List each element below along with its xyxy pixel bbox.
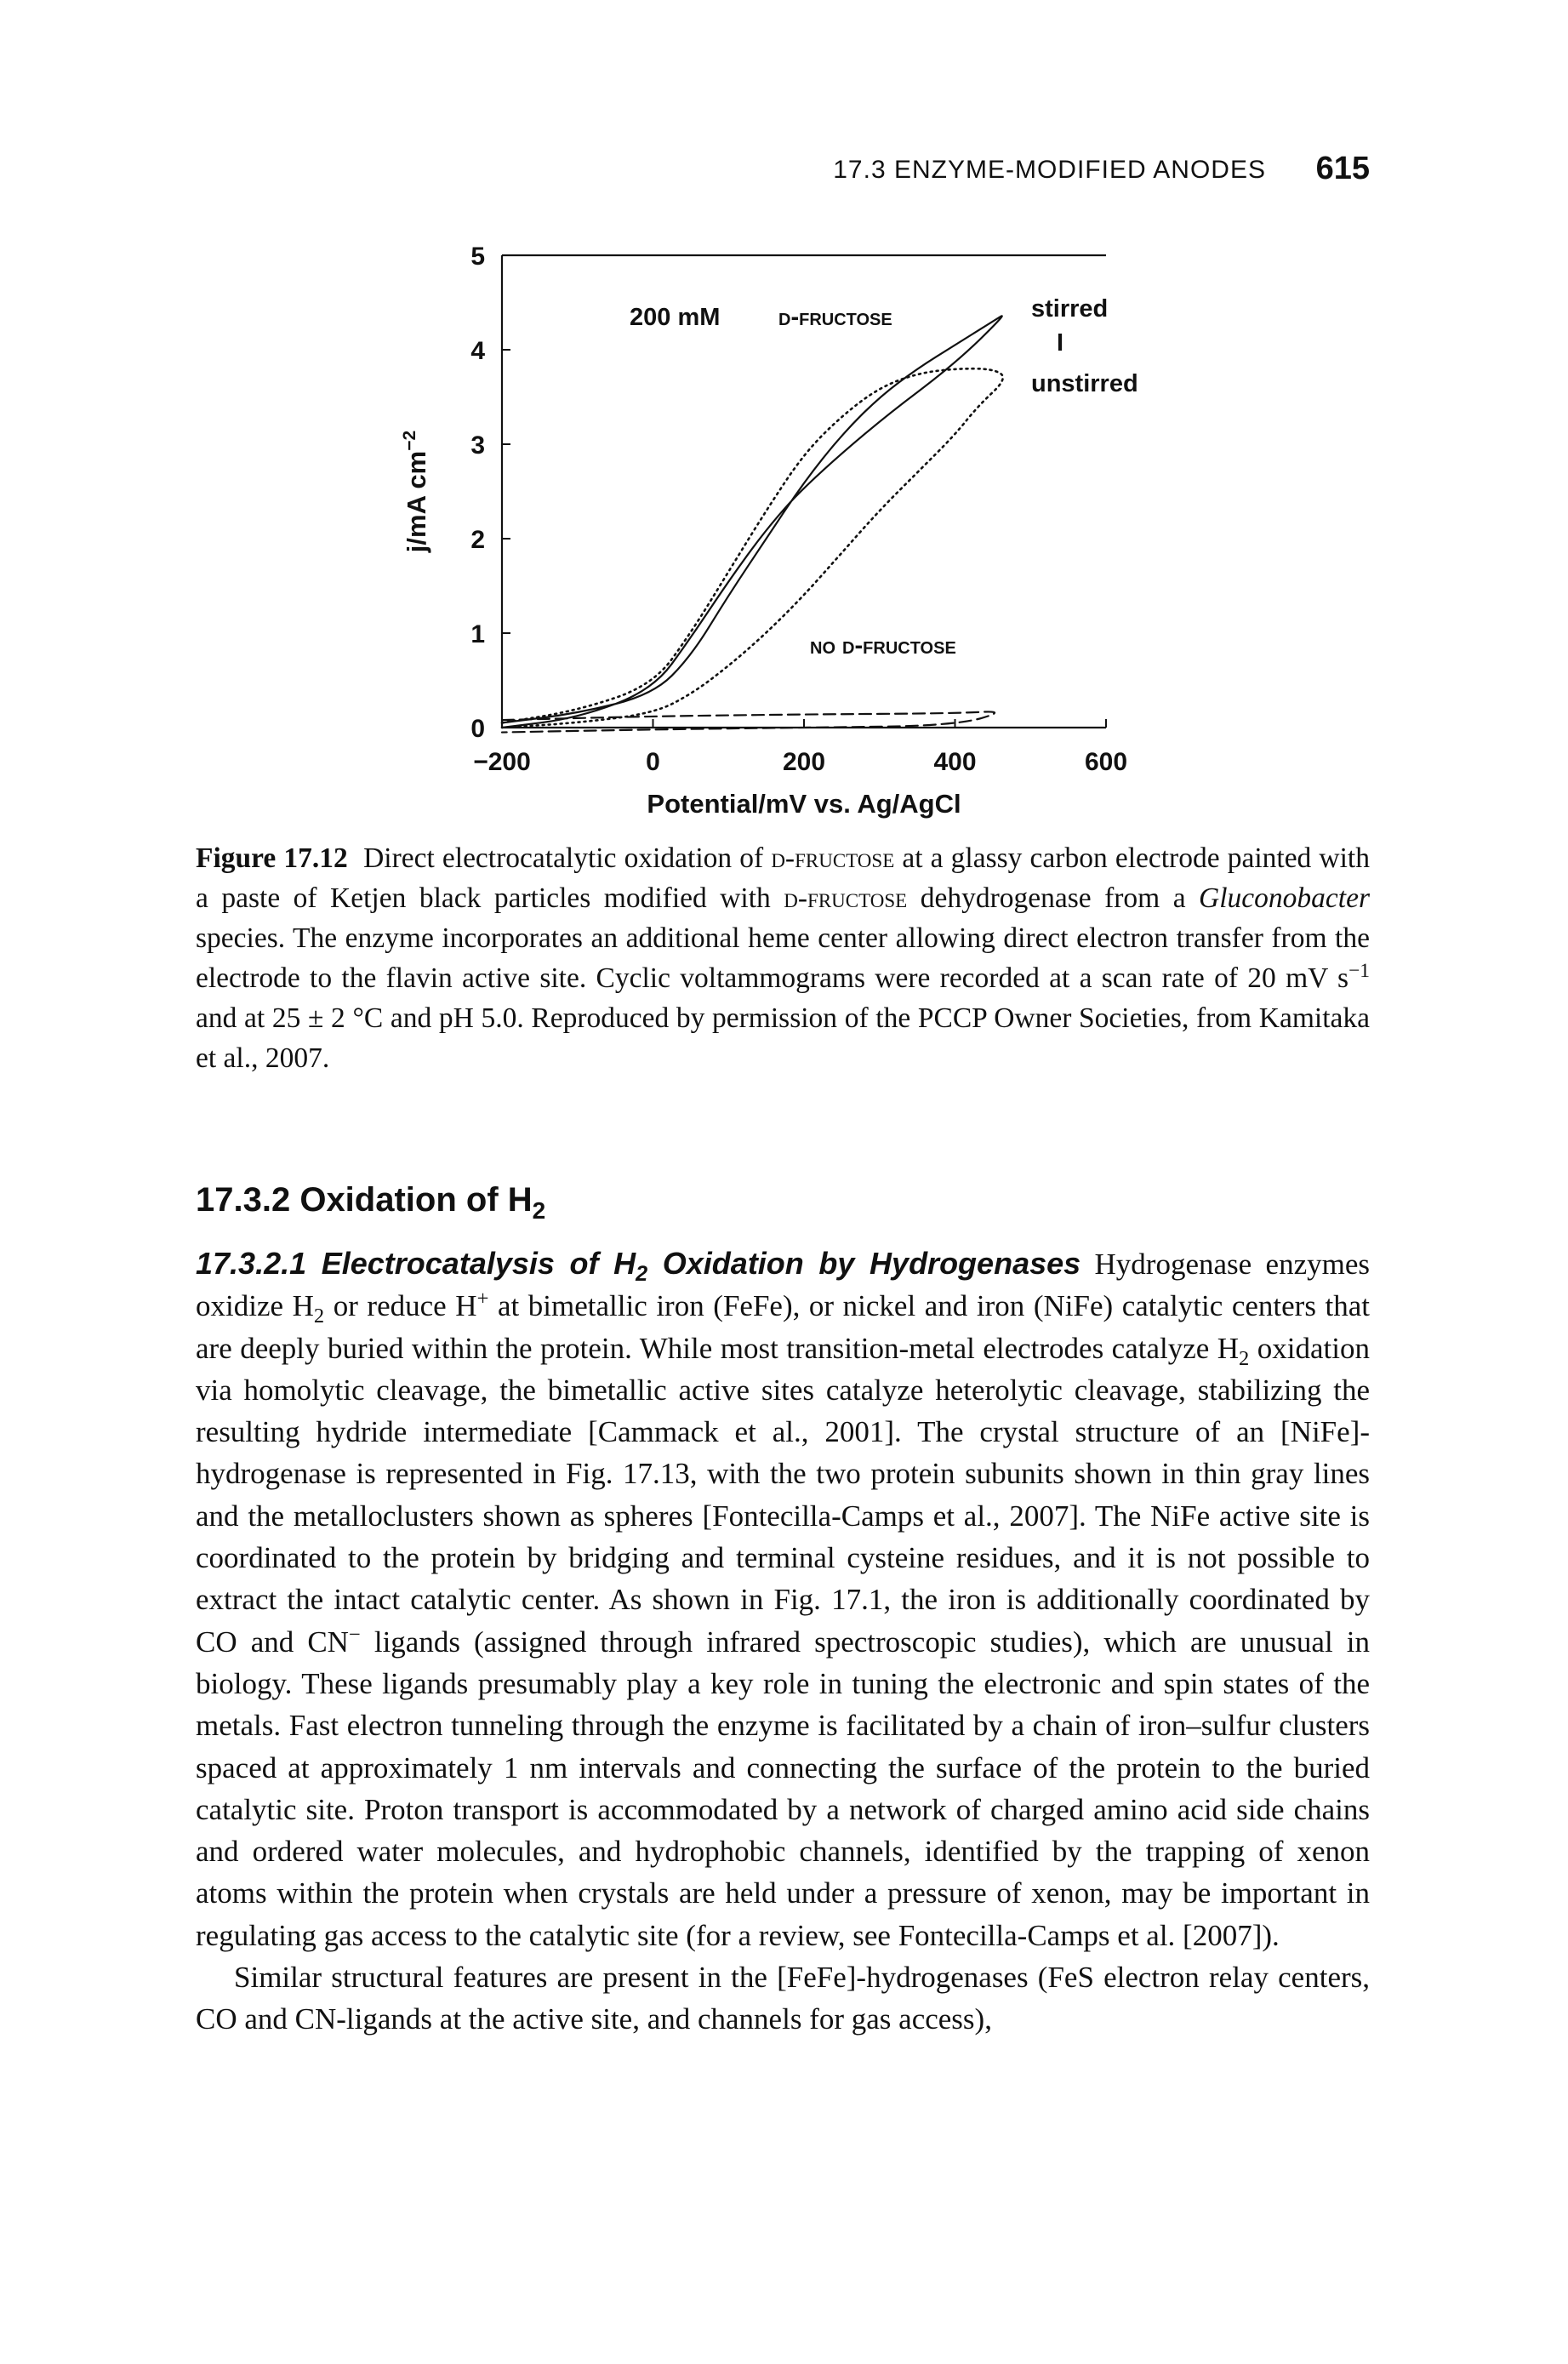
chart-series-layer bbox=[500, 315, 1004, 734]
annotation-unstirred: unstirred bbox=[1031, 370, 1138, 397]
p1-a: Hydrogenase enzymes oxidize H bbox=[196, 1248, 1371, 1323]
p1-e: ligands (assigned through infrared spect… bbox=[196, 1625, 1370, 1952]
y-axis-title: j/mA cm−2 bbox=[400, 431, 431, 553]
paragraph-1: 17.3.2.1 Electrocatalysis of H2 Oxidatio… bbox=[196, 1242, 1370, 1956]
x-axis-title: Potential/mV vs. Ag/AgCl bbox=[647, 789, 961, 819]
body-text: 17.3.2.1 Electrocatalysis of H2 Oxidatio… bbox=[196, 1242, 1370, 2041]
y-axis-title-sup: −2 bbox=[400, 431, 419, 451]
y-tick-label: 2 bbox=[470, 526, 485, 554]
x-tick-label: 400 bbox=[933, 748, 976, 776]
p1-sub2: 2 bbox=[1239, 1346, 1250, 1370]
x-tick-label: 0 bbox=[646, 748, 660, 776]
annotation-stirred: stirred bbox=[1031, 295, 1108, 323]
p1-c: at bimetallic iron (FeFe), or nickel and… bbox=[196, 1289, 1370, 1365]
subsection-title-sub: 2 bbox=[636, 1262, 648, 1287]
section-heading-sub: 2 bbox=[532, 1197, 546, 1224]
p1-sub1: 2 bbox=[313, 1305, 325, 1328]
caption-text-5: and at 25 ± 2 °C and pH 5.0. Reproduced … bbox=[196, 1002, 1370, 1074]
subsection-title-a: 17.3.2.1 Electrocatalysis of H bbox=[196, 1246, 636, 1281]
caption-label: Figure 17.12 bbox=[196, 842, 348, 874]
caption-text-1: Direct electrocatalytic oxidation of bbox=[363, 842, 772, 874]
annotation-dfructose: d-fructose bbox=[778, 304, 892, 331]
caption-sup: −1 bbox=[1348, 959, 1370, 982]
y-tick-label: 0 bbox=[470, 715, 485, 743]
running-head: 17.3 ENZYME-MODIFIED ANODES 615 bbox=[0, 151, 1568, 198]
y-tick-label: 4 bbox=[470, 337, 485, 365]
caption-text-4: species. The enzyme incorporates an addi… bbox=[196, 922, 1370, 994]
section-heading: 17.3.2 Oxidation of H2 bbox=[196, 1181, 545, 1223]
caption-dfructose-2: d-fructose bbox=[784, 882, 908, 914]
subsection-title: 17.3.2.1 Electrocatalysis of H2 Oxidatio… bbox=[196, 1246, 1081, 1285]
caption-dfructose-1: d-fructose bbox=[771, 842, 895, 874]
cv-series-solid bbox=[500, 315, 1003, 729]
section-heading-text: 17.3.2 Oxidation of H bbox=[196, 1181, 533, 1219]
p1-sup2: − bbox=[348, 1623, 361, 1647]
caption-genus: Gluconobacter bbox=[1199, 882, 1370, 914]
annotation-separator: I bbox=[1057, 329, 1063, 357]
page-number: 615 bbox=[1315, 151, 1370, 186]
y-tick-label: 3 bbox=[470, 431, 485, 460]
p1-sup1: + bbox=[476, 1287, 489, 1310]
subsection-title-b: Oxidation by Hydrogenases bbox=[647, 1246, 1081, 1281]
paragraph-2: Similar structural features are present … bbox=[196, 1961, 1370, 2036]
x-tick-label: −200 bbox=[473, 748, 531, 776]
caption-text-3: dehydrogenase from a bbox=[907, 882, 1200, 914]
p1-b: or reduce H bbox=[324, 1289, 477, 1323]
annotation-no-fructose: no d-fructose bbox=[810, 632, 956, 660]
annotation-200mm: 200 mM bbox=[630, 304, 720, 331]
y-tick-label: 1 bbox=[470, 620, 485, 648]
cv-series-dotted bbox=[500, 367, 1004, 729]
y-tick-label: 5 bbox=[470, 243, 485, 271]
running-head-title: 17.3 ENZYME-MODIFIED ANODES bbox=[833, 156, 1266, 184]
cv-series-dashed bbox=[500, 711, 996, 734]
caption-text-2: at a glassy carbon electrode painted wit… bbox=[196, 842, 1370, 914]
p1-d: oxidation via homolytic cleavage, the bi… bbox=[196, 1331, 1370, 1659]
figure-caption: Figure 17.12 Direct electrocatalytic oxi… bbox=[196, 838, 1370, 1078]
x-tick-label: 600 bbox=[1085, 748, 1127, 776]
x-tick-label: 200 bbox=[783, 748, 825, 776]
y-axis-title-text: j/mA cm bbox=[402, 451, 431, 553]
